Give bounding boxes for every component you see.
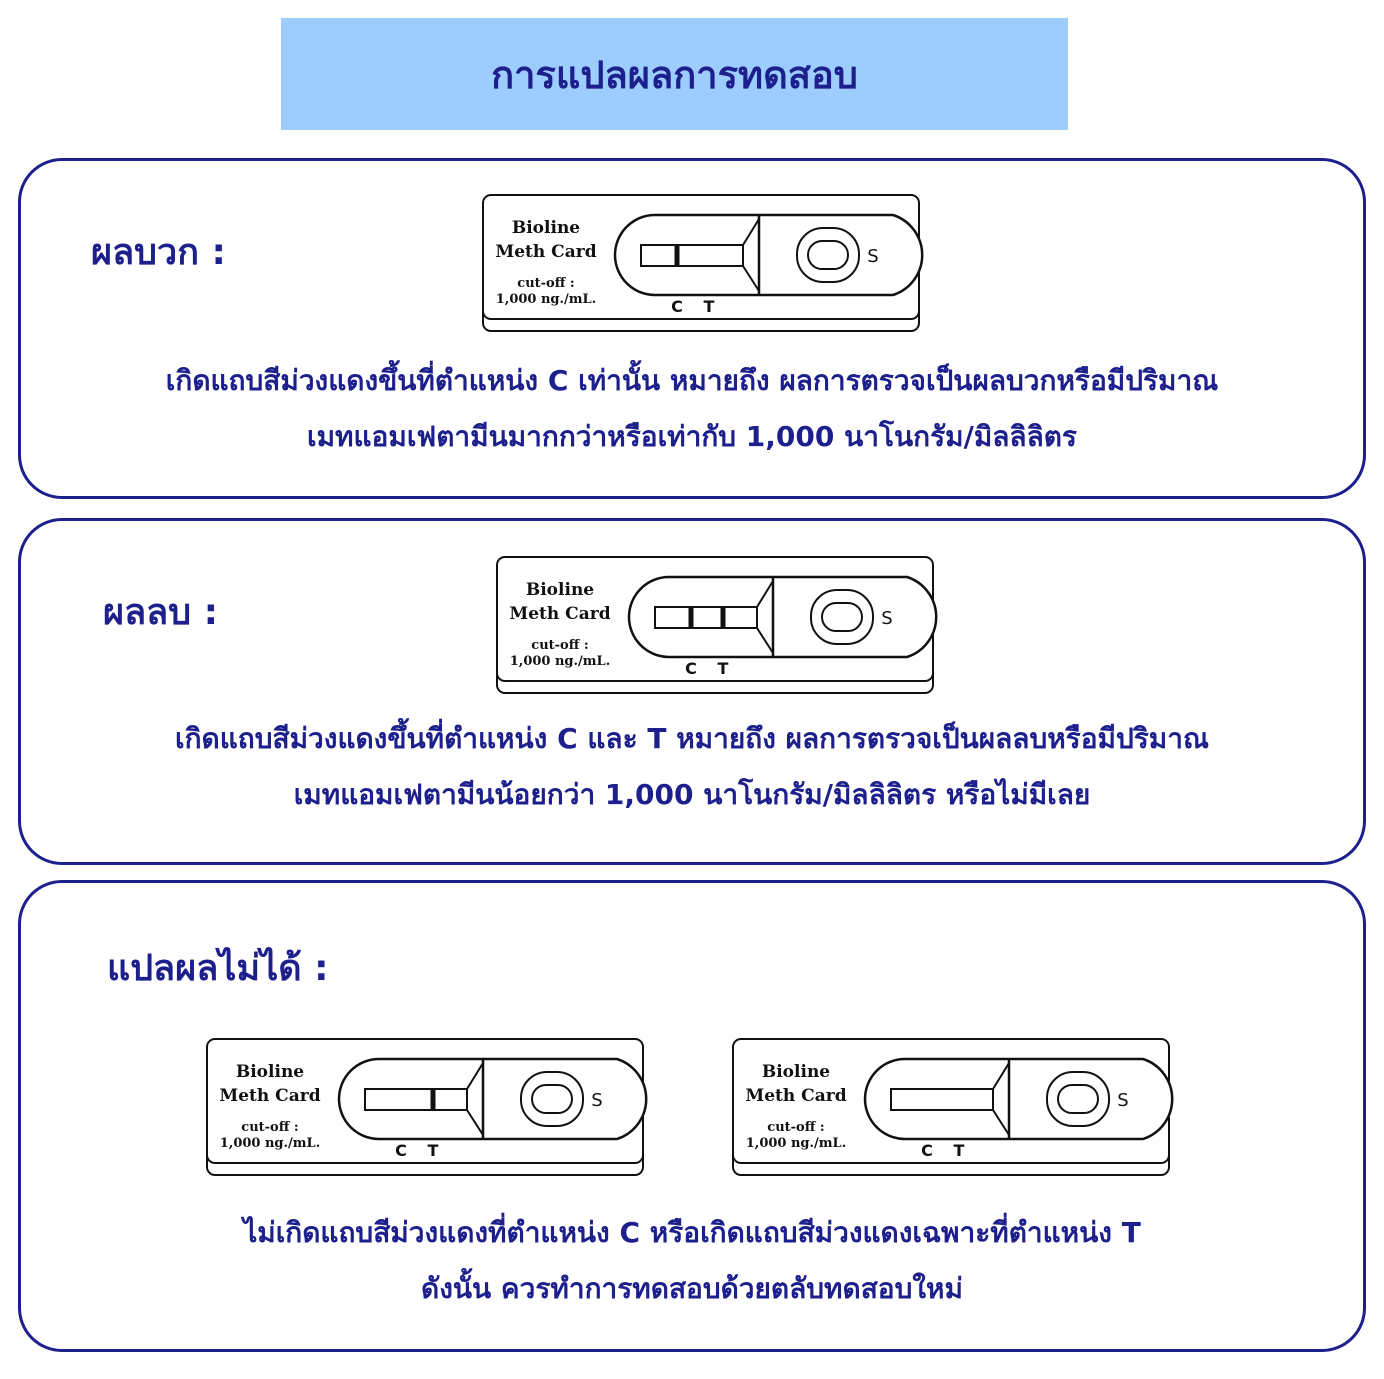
card-c-label: C <box>671 297 683 316</box>
test-card-drawing: Bioline Meth Card cut-off : 1,000 ng./mL… <box>732 1038 1174 1176</box>
invalid-label: แปลผลไม่ได้ : <box>107 948 329 989</box>
card-t-label: T <box>428 1141 439 1160</box>
card-cutoff-value: 1,000 ng./mL. <box>496 292 596 307</box>
card-c-label: C <box>921 1141 933 1160</box>
test-band-c <box>674 245 680 266</box>
test-band-t <box>720 607 726 628</box>
card-t-label: T <box>718 659 729 678</box>
card-cutoff-label: cut-off : <box>241 1120 298 1135</box>
card-cutoff-value: 1,000 ng./mL. <box>510 654 610 669</box>
positive-test-card: Bioline Meth Card cut-off : 1,000 ng./mL… <box>482 194 924 335</box>
positive-description: เกิดแถบสีม่วงแดงขึ้นที่ตำแหน่ง C เท่านั้… <box>21 353 1363 465</box>
card-c-label: C <box>395 1141 407 1160</box>
card-t-label: T <box>704 297 715 316</box>
negative-label: ผลลบ : <box>103 592 218 633</box>
card-brand-text: Bioline <box>236 1062 304 1082</box>
negative-result-panel: ผลลบ : Bioline Meth Card cut-off : 1,000… <box>18 518 1366 865</box>
negative-test-card: Bioline Meth Card cut-off : 1,000 ng./mL… <box>496 556 938 697</box>
invalid-desc-line-1: ไม่เกิดแถบสีม่วงแดงที่ตำแหน่ง C หรือเกิด… <box>243 1216 1141 1249</box>
invalid-desc-line-2: ดังนั้น ควรทำการทดสอบด้วยตลับทดสอบใหม่ <box>421 1272 963 1305</box>
test-card-drawing: Bioline Meth Card cut-off : 1,000 ng./mL… <box>206 1038 648 1176</box>
card-cutoff-label: cut-off : <box>767 1120 824 1135</box>
card-brand-text: Bioline <box>762 1062 830 1082</box>
invalid-result-panel: แปลผลไม่ได้ : Bioline Meth Card cut-off … <box>18 880 1366 1352</box>
test-card-drawing: Bioline Meth Card cut-off : 1,000 ng./mL… <box>482 194 924 332</box>
card-sample-label: S <box>867 246 878 267</box>
page-title: การแปลผลการทดสอบ <box>491 52 858 97</box>
negative-desc-line-1: เกิดแถบสีม่วงแดงขึ้นที่ตำแหน่ง C และ T ห… <box>175 722 1209 755</box>
card-t-label: T <box>954 1141 965 1160</box>
card-product-text: Meth Card <box>495 242 596 262</box>
invalid-test-card-t-only: Bioline Meth Card cut-off : 1,000 ng./mL… <box>206 1038 648 1179</box>
card-product-text: Meth Card <box>745 1086 846 1106</box>
card-brand-text: Bioline <box>512 218 580 238</box>
test-band-t <box>430 1089 436 1110</box>
card-cutoff-label: cut-off : <box>531 638 588 653</box>
card-c-label: C <box>685 659 697 678</box>
positive-desc-line-1: เกิดแถบสีม่วงแดงขึ้นที่ตำแหน่ง C เท่านั้… <box>165 364 1219 397</box>
positive-label: ผลบวก : <box>91 232 226 273</box>
negative-desc-line-2: เมทแอมเฟตามีนน้อยกว่า 1,000 นาโนกรัม/มิล… <box>293 778 1091 811</box>
card-cutoff-value: 1,000 ng./mL. <box>746 1136 846 1151</box>
test-band-c <box>688 607 694 628</box>
card-sample-label: S <box>881 608 892 629</box>
test-card-drawing: Bioline Meth Card cut-off : 1,000 ng./mL… <box>496 556 938 694</box>
card-brand-text: Bioline <box>526 580 594 600</box>
card-sample-label: S <box>591 1090 602 1111</box>
title-banner: การแปลผลการทดสอบ <box>281 18 1068 130</box>
card-product-text: Meth Card <box>509 604 610 624</box>
card-cutoff-value: 1,000 ng./mL. <box>220 1136 320 1151</box>
invalid-description: ไม่เกิดแถบสีม่วงแดงที่ตำแหน่ง C หรือเกิด… <box>21 1205 1363 1317</box>
invalid-test-card-none: Bioline Meth Card cut-off : 1,000 ng./mL… <box>732 1038 1174 1179</box>
negative-description: เกิดแถบสีม่วงแดงขึ้นที่ตำแหน่ง C และ T ห… <box>21 711 1363 823</box>
card-cutoff-label: cut-off : <box>517 276 574 291</box>
positive-desc-line-2: เมทแอมเฟตามีนมากกว่าหรือเท่ากับ 1,000 นา… <box>307 420 1077 453</box>
positive-result-panel: ผลบวก : Bioline Meth Card cut-off : 1,00… <box>18 158 1366 499</box>
card-product-text: Meth Card <box>219 1086 320 1106</box>
card-sample-label: S <box>1117 1090 1128 1111</box>
